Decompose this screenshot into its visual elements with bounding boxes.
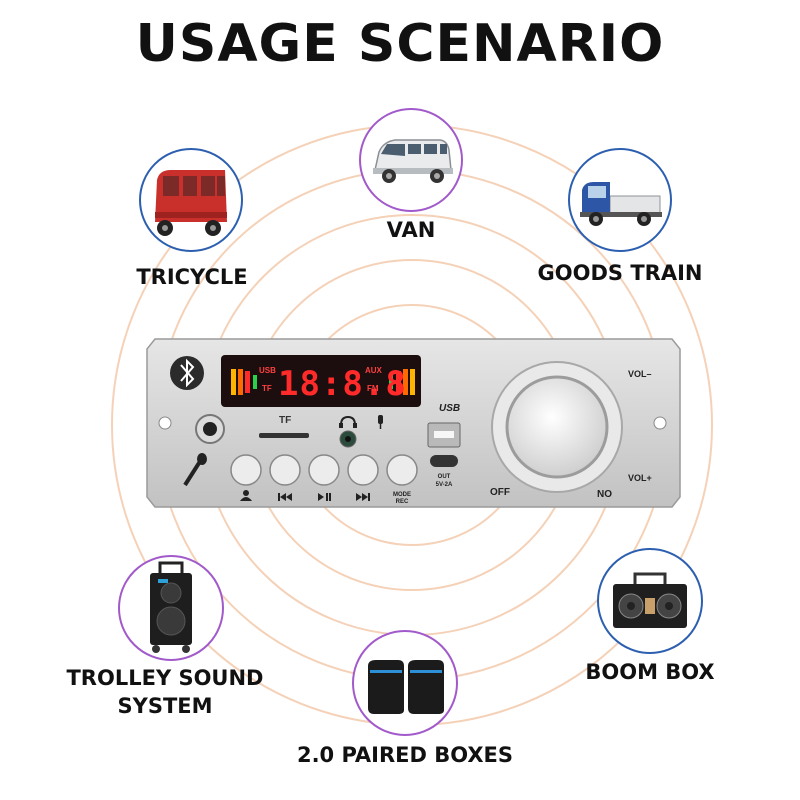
page-title: USAGE SCENARIO (135, 14, 665, 74)
previous-icon (278, 493, 292, 501)
out-spec-label: 5V-2A (436, 482, 453, 488)
tricycle-icon (155, 170, 227, 236)
paired-speakers-icon (368, 660, 444, 714)
van-circle (359, 108, 463, 212)
usb-port-inner (434, 431, 454, 438)
bluetooth-icon (170, 356, 204, 390)
level-bars-left (231, 369, 257, 395)
trolley-label-line2: SYSTEM (117, 694, 213, 718)
no-label: NO (597, 489, 612, 500)
goods-train-label: GOODS TRAIN (537, 261, 703, 285)
usb-c-port[interactable] (430, 455, 458, 467)
display-digits: 18:8.8 (278, 364, 407, 404)
trolley-label-line1: TROLLEY SOUND (66, 666, 264, 690)
mount-hole (158, 416, 172, 430)
person-icon (240, 490, 252, 501)
jack-hole (203, 422, 217, 436)
boombox-icon (613, 572, 687, 628)
person-button[interactable] (230, 454, 262, 486)
microphone-icon (183, 453, 207, 487)
tricycle-circle (139, 148, 243, 252)
display-aux-indicator: AUX (365, 366, 383, 375)
next-button[interactable] (347, 454, 379, 486)
van-icon (373, 139, 453, 183)
mount-hole (653, 416, 667, 430)
mode-label: MODE (393, 492, 411, 498)
mp3-decoder-panel: USB TF 18:8.8 AUX FM TF (145, 335, 682, 511)
van-label: VAN (386, 218, 436, 242)
mic-small-icon (378, 415, 383, 429)
boombox-circle (597, 548, 703, 654)
volume-knob[interactable] (505, 375, 609, 479)
panel-graphic: USB TF 18:8.8 AUX FM TF (146, 338, 681, 508)
vol-minus-label: VOL– (628, 369, 652, 379)
vol-plus-label: VOL+ (628, 473, 652, 483)
out-label: OUT (438, 474, 451, 480)
trolley-circle (118, 555, 224, 661)
display-usb-indicator: USB (259, 366, 276, 375)
play-pause-button[interactable] (308, 454, 340, 486)
trolley-speaker-icon (150, 561, 192, 653)
rec-label: REC (396, 499, 409, 505)
display-tf-indicator: TF (262, 384, 272, 393)
play-pause-icon (318, 493, 331, 501)
usb-logo: USB (439, 403, 460, 414)
level-bars-right (389, 369, 415, 395)
off-label: OFF (490, 487, 510, 498)
led-display (221, 355, 421, 407)
tf-card-slot[interactable] (259, 433, 309, 438)
jack-hole (345, 436, 351, 442)
tf-slot-label: TF (279, 415, 291, 426)
paired-boxes-circle (352, 630, 458, 736)
next-icon (356, 493, 370, 501)
truck-icon (580, 182, 662, 226)
tricycle-label: TRICYCLE (136, 265, 248, 289)
goods-train-circle (568, 148, 672, 252)
display-fm-indicator: FM (367, 384, 379, 393)
boombox-label: BOOM BOX (585, 660, 715, 684)
paired-boxes-label: 2.0 PAIRED BOXES (296, 743, 514, 767)
mode-button[interactable] (386, 454, 418, 486)
previous-button[interactable] (269, 454, 301, 486)
headphone-icon (339, 415, 357, 428)
